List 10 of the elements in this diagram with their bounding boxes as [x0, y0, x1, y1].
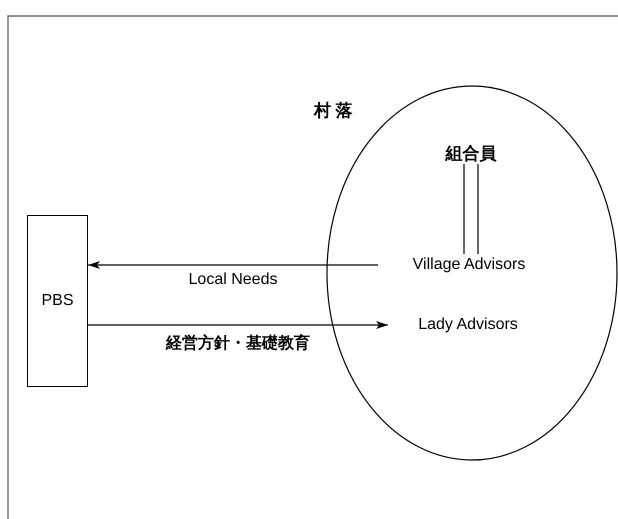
arrow [88, 261, 378, 269]
node-label: 組合員 [440, 142, 502, 164]
node-label: Village Advisors [378, 254, 560, 276]
double-line [463, 163, 479, 255]
process-box: PBS [27, 215, 88, 387]
village-ellipse [312, 84, 618, 462]
node-label: Lady Advisors [388, 314, 548, 336]
group-heading: 村 落 [314, 102, 353, 119]
arrow [88, 321, 388, 329]
edge-label: 経営方針・基礎教育 [166, 336, 310, 352]
